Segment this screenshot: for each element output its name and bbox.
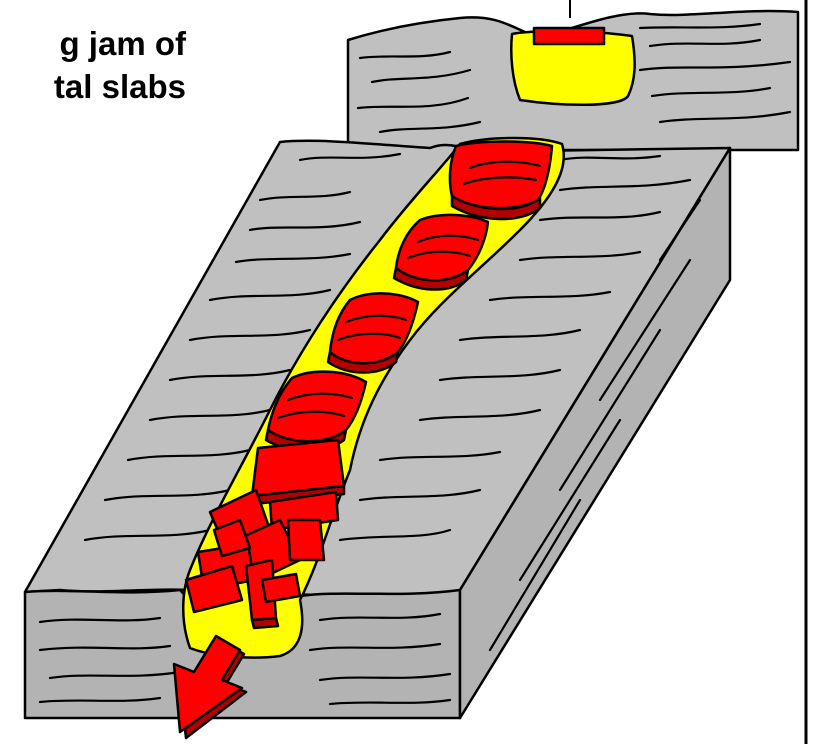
- main-rock-block: [25, 141, 730, 718]
- upper-rock-block: [348, 0, 798, 150]
- slab-1: [450, 142, 552, 220]
- upper-slab: [534, 28, 604, 44]
